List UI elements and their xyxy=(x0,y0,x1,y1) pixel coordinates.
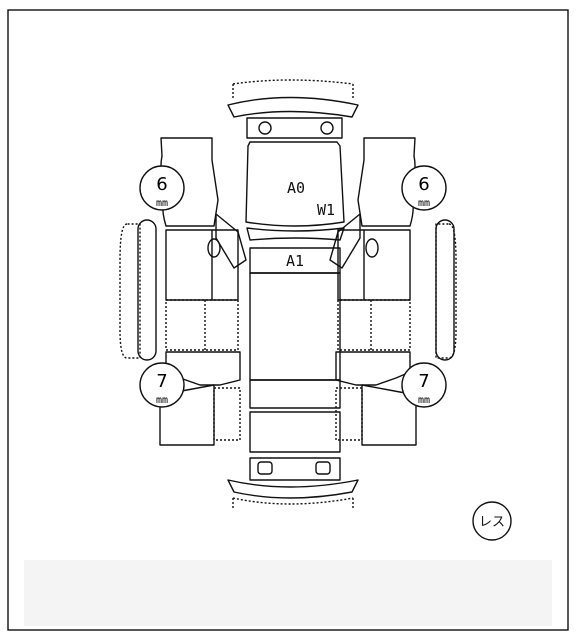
front-bumper-outline-dashed xyxy=(232,79,354,85)
left-taillight xyxy=(257,461,273,475)
rear-panel xyxy=(249,457,341,481)
tread-front-left-value: 6 xyxy=(156,174,167,195)
tread-front-right-value: 6 xyxy=(418,174,429,195)
right-a-pillar xyxy=(329,213,361,269)
rear-window xyxy=(249,411,341,453)
right-mirror xyxy=(365,238,379,258)
tread-rear-left-unit: mm xyxy=(156,395,168,406)
tread-rear-right-value: 7 xyxy=(418,371,429,392)
right-headlight xyxy=(320,121,334,135)
tread-bubble-front-right: 6 mm xyxy=(401,165,447,211)
right-rocker-dashed xyxy=(337,299,411,351)
left-wheel-arch-dashed xyxy=(119,223,141,359)
spare-tire-note: レス xyxy=(479,515,505,530)
trunk-lid xyxy=(249,379,341,409)
right-side-tires xyxy=(435,219,455,361)
right-wheel-arch-dashed xyxy=(435,223,457,359)
left-rear-quarter xyxy=(159,384,215,446)
bottom-shade xyxy=(24,560,552,626)
left-a-pillar xyxy=(215,213,247,269)
tread-rear-left-value: 7 xyxy=(156,371,167,392)
cowl xyxy=(246,227,345,241)
code-roof-dent: A1 xyxy=(286,252,304,270)
right-taillight xyxy=(315,461,331,475)
left-mirror xyxy=(207,238,221,258)
tread-front-left-unit: mm xyxy=(156,198,168,209)
tread-front-right-unit: mm xyxy=(418,198,430,209)
code-windshield-dent: A0 xyxy=(287,179,305,197)
code-windshield-chip: W1 xyxy=(317,201,335,219)
left-side-tires xyxy=(137,219,157,361)
tread-bubble-front-left: 6 mm xyxy=(139,165,185,211)
front-bumper xyxy=(227,96,359,118)
tread-rear-right-unit: mm xyxy=(418,395,430,406)
left-rocker-dashed xyxy=(165,299,239,351)
tread-bubble-rear-left: 7 mm xyxy=(139,362,185,408)
front-grille xyxy=(246,117,343,139)
spare-tire-badge: レス xyxy=(472,501,512,541)
windshield-panel xyxy=(245,141,345,227)
tread-bubble-rear-right: 7 mm xyxy=(401,362,447,408)
rear-bumper xyxy=(227,479,359,499)
left-headlight xyxy=(258,121,272,135)
right-rear-quarter xyxy=(361,384,417,446)
